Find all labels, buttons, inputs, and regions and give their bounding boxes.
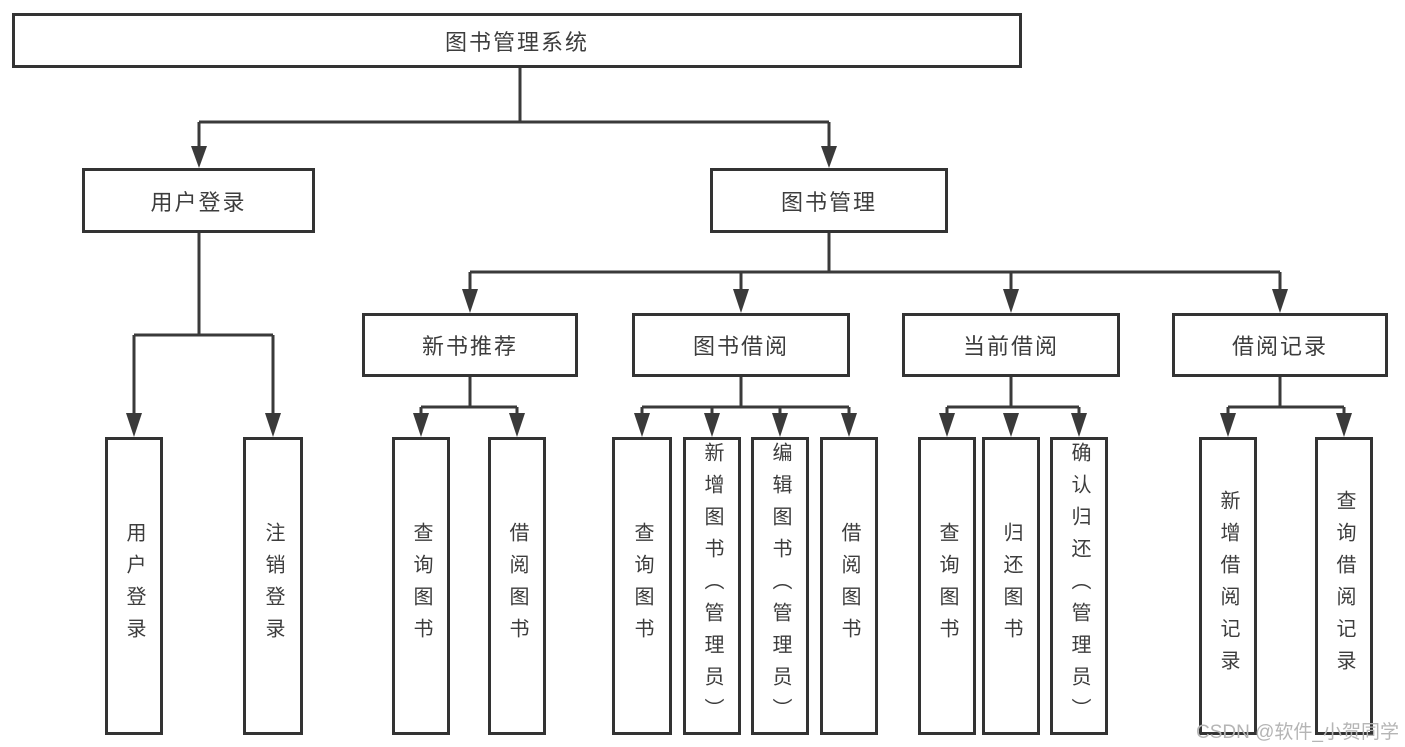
leaf-current-confirm-return-admin-label: 确认归还（管理员）: [1068, 442, 1090, 730]
node-borrow-records: 借阅记录: [1172, 313, 1388, 377]
leaf-records-add-record-label: 新增借阅记录: [1217, 490, 1239, 682]
leaf-current-confirm-return-admin: 确认归还（管理员）: [1050, 437, 1108, 735]
node-borrow-records-label: 借阅记录: [1231, 334, 1328, 359]
leaf-borrow-edit-books-admin-label: 编辑图书（管理员）: [769, 442, 791, 730]
connector-current-borrow-branch: [939, 377, 1087, 437]
leaf-user-login-label: 用户登录: [123, 522, 145, 650]
leaf-current-query-books-label: 查询图书: [936, 522, 958, 650]
leaf-borrow-borrow-books: 借阅图书: [820, 437, 878, 735]
node-root-system: 图书管理系统: [12, 13, 1022, 68]
node-book-management-label: 图书管理: [780, 189, 877, 215]
connector-book-borrow-branch: [634, 377, 857, 437]
connector-root-to-level2: [191, 68, 837, 168]
leaf-borrow-query-books: 查询图书: [612, 437, 672, 735]
leaf-logout: 注销登录: [243, 437, 303, 735]
leaf-newbook-query-books: 查询图书: [392, 437, 450, 735]
leaf-current-return-books: 归还图书: [982, 437, 1040, 735]
leaf-borrow-add-books-admin-label: 新增图书（管理员）: [701, 442, 723, 730]
leaf-newbook-borrow-books-label: 借阅图书: [506, 522, 528, 650]
node-current-borrow-label: 当前借阅: [962, 334, 1059, 359]
leaf-records-query-record-label: 查询借阅记录: [1333, 490, 1355, 682]
connector-book-mgmt-branch: [462, 233, 1288, 313]
leaf-current-return-books-label: 归还图书: [1000, 522, 1022, 650]
leaf-borrow-add-books-admin: 新增图书（管理员）: [683, 437, 741, 735]
leaf-borrow-query-books-label: 查询图书: [631, 522, 653, 650]
node-root-system-label: 图书管理系统: [444, 29, 589, 55]
leaf-user-login: 用户登录: [105, 437, 163, 735]
leaf-current-query-books: 查询图书: [918, 437, 976, 735]
leaf-newbook-query-books-label: 查询图书: [410, 522, 432, 650]
node-book-management: 图书管理: [710, 168, 948, 233]
node-book-borrow-label: 图书借阅: [692, 334, 789, 359]
node-current-borrow: 当前借阅: [902, 313, 1120, 377]
connector-new-book-rec-branch: [413, 377, 525, 437]
node-new-book-recommend-label: 新书推荐: [421, 334, 518, 359]
node-user-login: 用户登录: [82, 168, 315, 233]
leaf-borrow-borrow-books-label: 借阅图书: [838, 522, 860, 650]
leaf-newbook-borrow-books: 借阅图书: [488, 437, 546, 735]
leaf-records-add-record: 新增借阅记录: [1199, 437, 1257, 735]
connector-user-login-branch: [126, 233, 281, 437]
leaf-records-query-record: 查询借阅记录: [1315, 437, 1373, 735]
node-new-book-recommend: 新书推荐: [362, 313, 578, 377]
node-book-borrow: 图书借阅: [632, 313, 850, 377]
leaf-borrow-edit-books-admin: 编辑图书（管理员）: [751, 437, 809, 735]
csdn-watermark: CSDN @软件_小贺同学: [1196, 722, 1399, 743]
leaf-logout-label: 注销登录: [262, 522, 284, 650]
connector-borrow-records-branch: [1220, 377, 1352, 437]
node-user-login-label: 用户登录: [150, 189, 247, 215]
